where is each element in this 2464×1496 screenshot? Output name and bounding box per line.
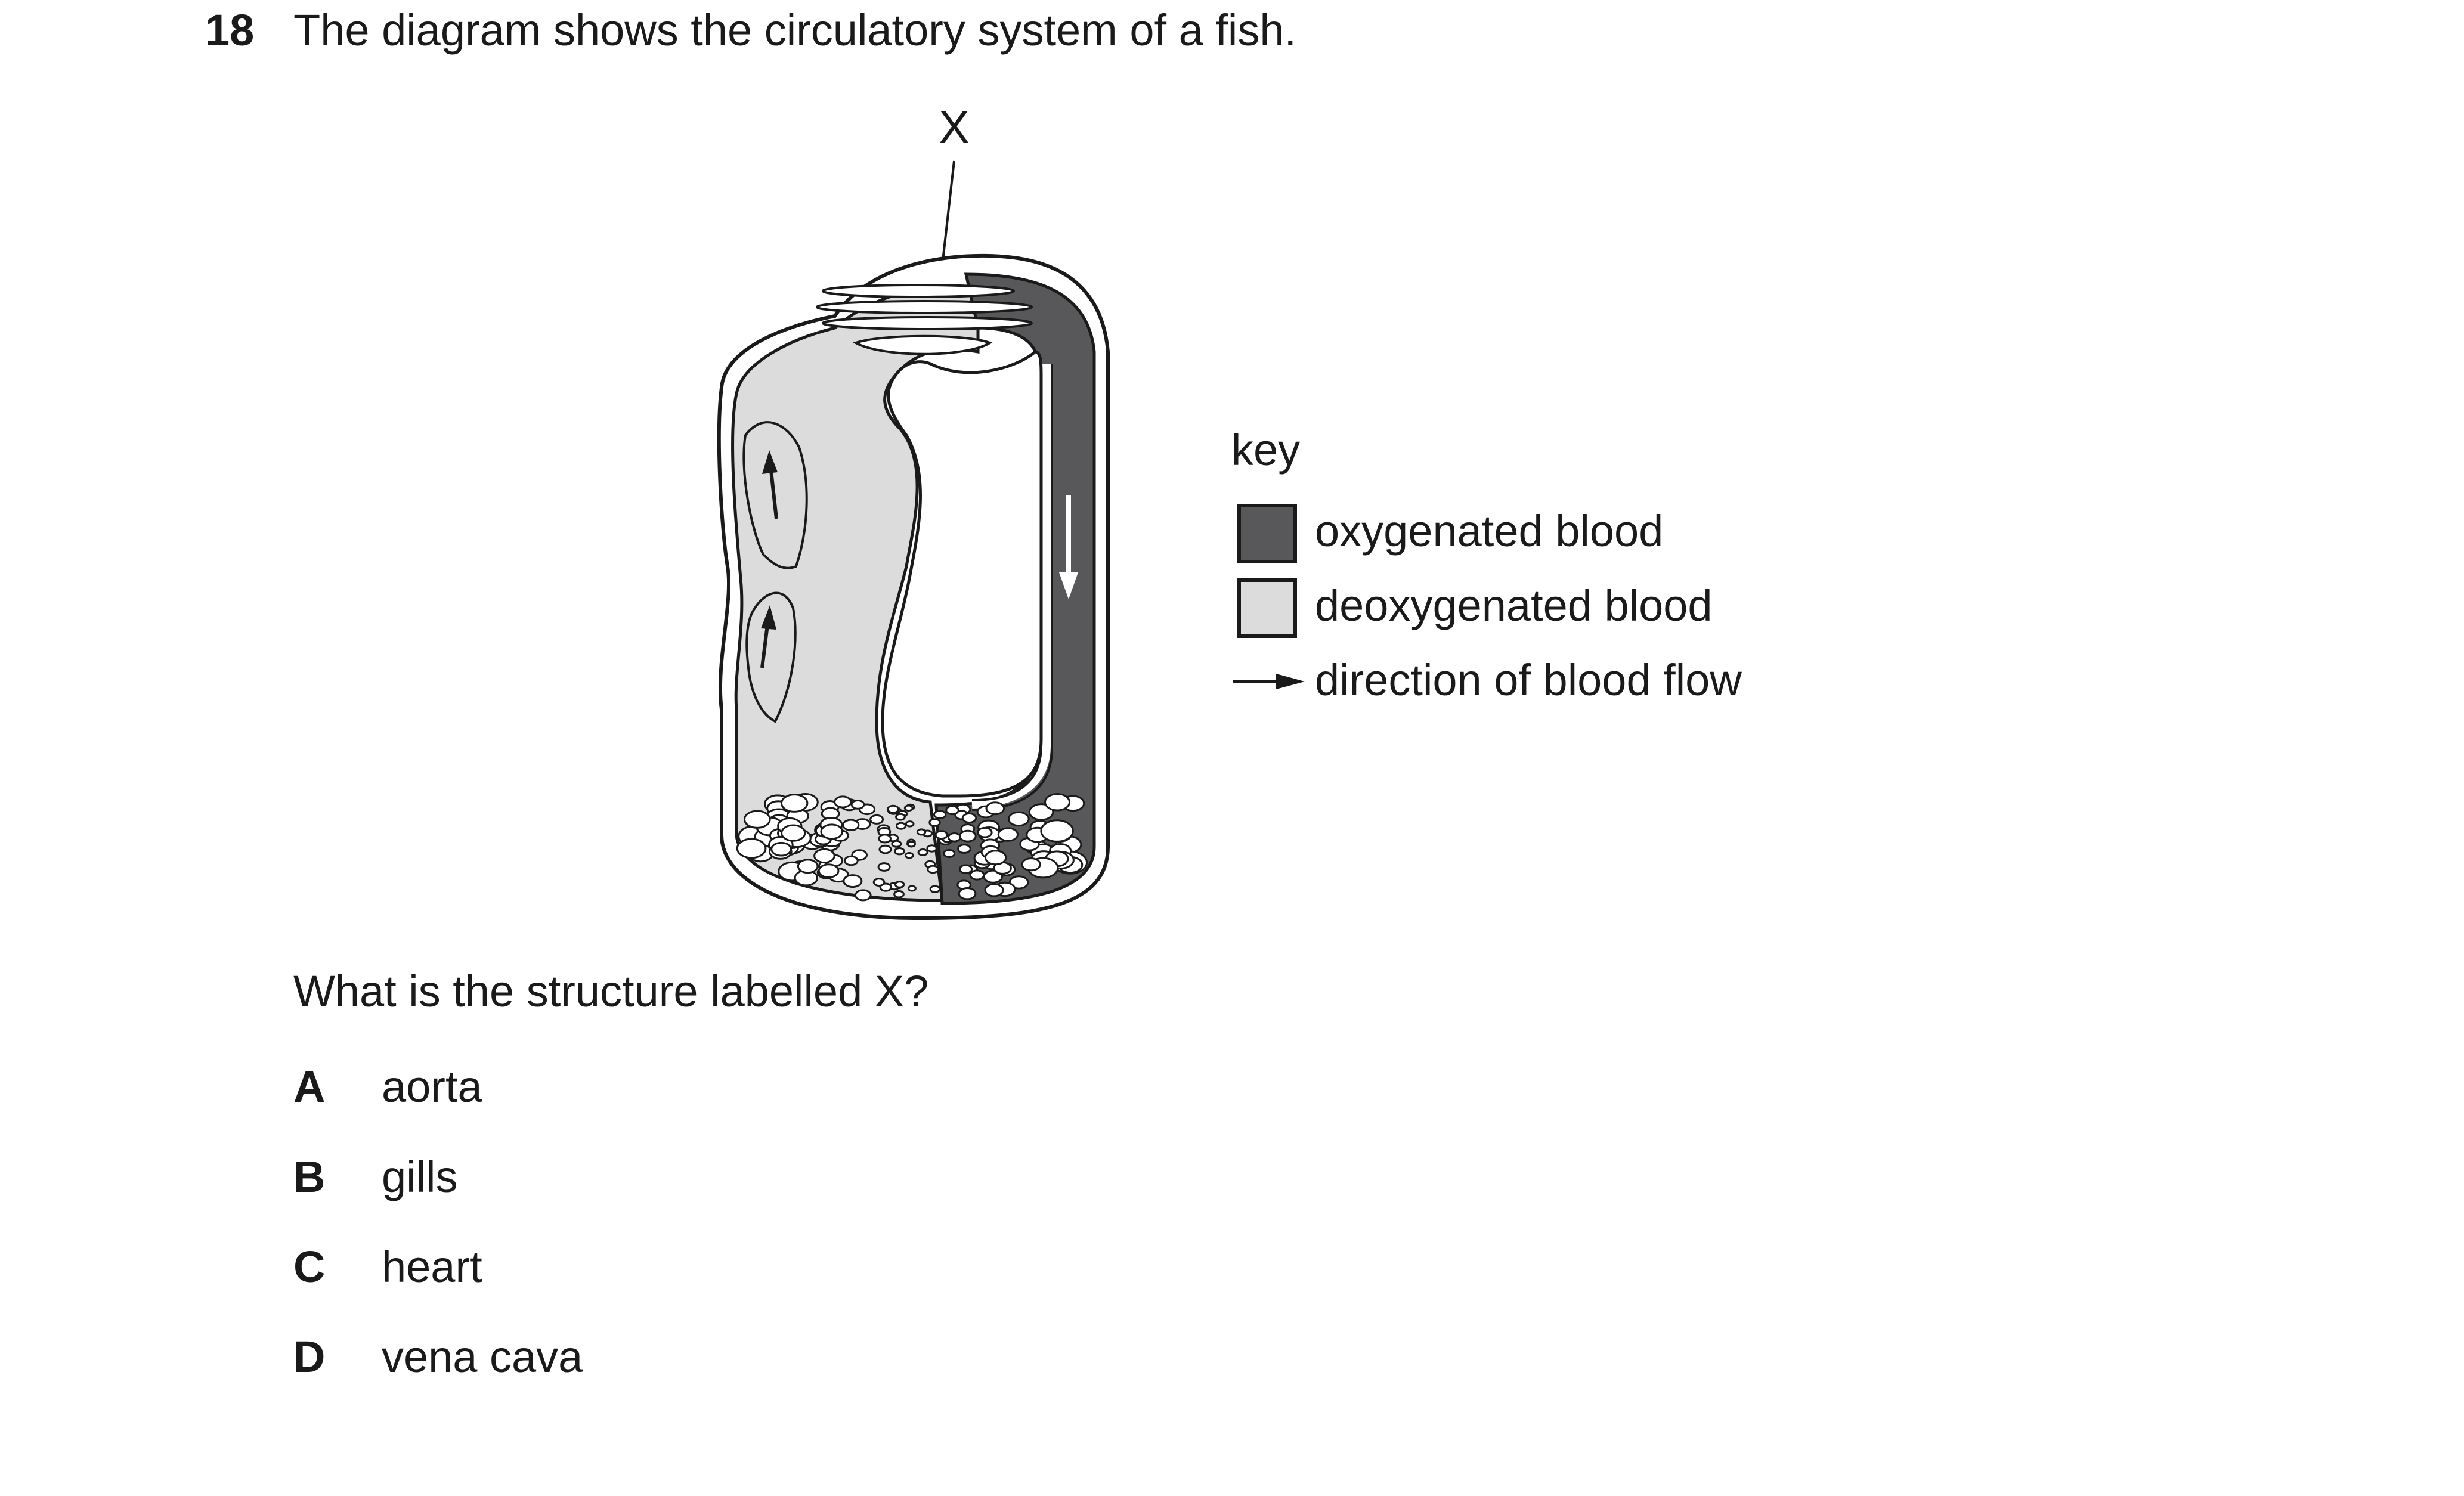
heart-flow-arrows	[760, 450, 778, 668]
capillary-bubble	[905, 820, 915, 828]
capillary-bubble	[947, 832, 962, 843]
capillary-bubble	[781, 794, 809, 813]
capillary-bubble	[959, 829, 977, 843]
capillary-bubble	[945, 805, 959, 816]
capillary-bubble	[843, 874, 863, 888]
capillary-bubble	[736, 838, 767, 859]
option-letter: A	[293, 1062, 326, 1111]
capillary-bubble	[878, 834, 892, 844]
capillary-bubble	[872, 878, 886, 887]
capillary-bubble	[917, 848, 928, 856]
capillary-bubble	[961, 813, 977, 823]
option-letter: C	[293, 1242, 326, 1291]
capillary-bubble	[850, 800, 865, 810]
capillary-bubble	[997, 827, 1019, 842]
capillary-bubble	[877, 862, 891, 872]
capillary-bubble	[903, 804, 914, 812]
capillary-bubble	[943, 849, 956, 858]
right-flow-arrow	[1059, 495, 1078, 599]
capillary-bubble	[770, 841, 792, 857]
capillary-bubble	[1040, 819, 1074, 843]
capillary-bubble	[928, 818, 941, 827]
gills-lamellae	[816, 284, 1033, 355]
question-number: 18	[205, 5, 255, 55]
capillary-bubble	[984, 850, 1007, 866]
option-letter: B	[293, 1152, 326, 1201]
question-prompt: What is the structure labelled X?	[293, 967, 929, 1016]
capillary-bubble	[842, 819, 860, 832]
capillary-bubble	[896, 822, 906, 830]
key-deoxygenated-swatch	[1237, 575, 1297, 641]
key-deoxygenated-label: deoxygenated blood	[1315, 581, 1713, 630]
capillary-bubble	[878, 844, 892, 854]
capillary-bubble	[1007, 811, 1030, 827]
capillary-bubble	[813, 848, 835, 864]
capillary-bubble	[854, 889, 872, 902]
option-text: heart	[382, 1242, 482, 1291]
capillary-bubble	[984, 883, 1004, 897]
capillary-bubble	[894, 847, 905, 856]
key-oxygenated-label: oxygenated blood	[1315, 506, 1664, 556]
capillary-bubble	[905, 852, 914, 859]
capillary-bubble	[957, 844, 971, 854]
capillary-bubble	[977, 826, 993, 838]
option-text: gills	[382, 1152, 458, 1201]
capillary-bubble	[781, 824, 806, 842]
capillary-bubble	[895, 813, 906, 821]
label-x: X	[939, 101, 970, 153]
inner-cavity	[881, 350, 1043, 798]
capillary-bubble	[933, 810, 947, 819]
capillary-bubble	[744, 810, 771, 829]
capillary-bubble	[934, 830, 948, 840]
option-text: aorta	[382, 1062, 482, 1111]
capillary-network	[736, 793, 1088, 902]
option-text: vena cava	[382, 1332, 583, 1382]
capillary-bubble	[843, 855, 859, 866]
capillary-bubble	[929, 885, 941, 893]
capillary-bubble	[958, 887, 977, 900]
capillary-bubble	[927, 865, 939, 874]
right-channel	[971, 364, 1051, 809]
capillary-bubble	[893, 890, 905, 899]
capillary-bubble	[916, 828, 927, 836]
key-flow-label: direction of blood flow	[1315, 655, 1742, 705]
capillary-bubble	[869, 814, 884, 825]
capillary-bubble	[1021, 857, 1041, 872]
key-arrow-icon	[1233, 674, 1305, 689]
key-title: key	[1231, 425, 1301, 475]
fish-circulation-diagram: X	[717, 101, 1110, 921]
capillary-bubble	[969, 869, 985, 881]
capillary-bubble	[985, 801, 1005, 816]
capillary-bubble	[818, 863, 840, 878]
capillary-bubble	[907, 885, 917, 892]
capillary-bubble	[887, 804, 900, 814]
capillary-bubble	[797, 859, 819, 874]
option-letter: D	[293, 1332, 326, 1382]
capillary-bubble	[820, 823, 844, 840]
capillary-bubble	[958, 864, 973, 874]
capillary-bubble	[926, 844, 937, 853]
capillary-bubble	[894, 881, 905, 888]
capillary-bubble	[1028, 803, 1054, 821]
capillary-bubble	[834, 795, 852, 809]
question-text: The diagram shows the circulatory system…	[293, 5, 1297, 55]
key-oxygenated-swatch	[1237, 501, 1297, 566]
capillary-bubble	[906, 841, 916, 848]
capillary-bubble	[1044, 793, 1070, 812]
